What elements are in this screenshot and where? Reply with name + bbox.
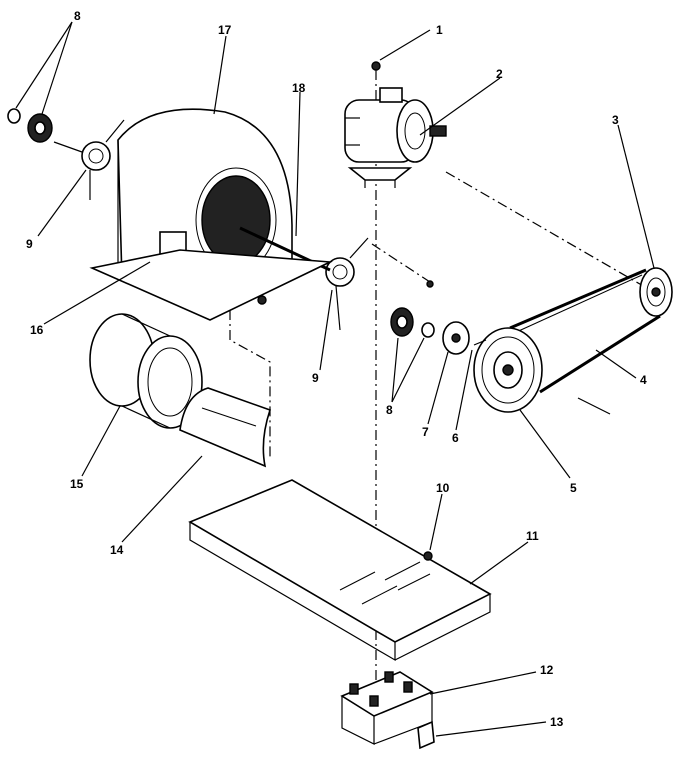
callout-6: 6 [452, 431, 459, 445]
callout-9-right: 9 [312, 371, 319, 385]
callout-1: 1 [436, 23, 443, 37]
part-11-mounting-plate [188, 479, 492, 662]
callout-18: 18 [292, 81, 306, 95]
part-8-bearings-left [7, 108, 53, 143]
pulley-bolt [577, 397, 611, 415]
callout-13: 13 [550, 715, 564, 729]
part-12-isolator-block [340, 671, 434, 745]
leader-lines [15, 21, 655, 737]
part-1-nut [371, 61, 381, 71]
part-13-clip [417, 720, 435, 750]
callout-8-right: 8 [386, 403, 393, 417]
callout-10: 10 [436, 481, 450, 495]
callout-16: 16 [30, 323, 44, 337]
part-16-housing-base [89, 249, 334, 321]
part-4-belt [509, 268, 661, 394]
part-6-key [473, 339, 487, 346]
callout-5: 5 [570, 481, 577, 495]
bracket-screw-line [371, 243, 431, 283]
motor-shaft-line [445, 171, 646, 288]
part-8-bearings-right [390, 307, 435, 338]
callout-9-left: 9 [26, 237, 33, 251]
part-5-blower-pulley [473, 327, 543, 413]
callout-12: 12 [540, 663, 554, 677]
part-10-fastener [423, 551, 433, 561]
callout-14: 14 [110, 543, 124, 557]
part-7-hub [442, 321, 470, 355]
callout-4: 4 [640, 373, 647, 387]
callout-7: 7 [422, 425, 429, 439]
bracket-screw [426, 280, 434, 288]
part-2-motor [344, 87, 447, 188]
part-14-cutoff-plate [179, 387, 272, 468]
callout-11: 11 [526, 529, 539, 543]
callout-3: 3 [612, 113, 619, 127]
callout-17: 17 [218, 23, 232, 37]
part-3-motor-pulley [639, 267, 673, 317]
part-15-blower-wheel [89, 313, 203, 429]
callout-2: 2 [496, 67, 503, 81]
part-9-bracket-left [53, 119, 125, 200]
part-9-bracket-right [299, 237, 369, 331]
callout-8-left: 8 [74, 9, 81, 23]
callout-15: 15 [70, 477, 84, 491]
